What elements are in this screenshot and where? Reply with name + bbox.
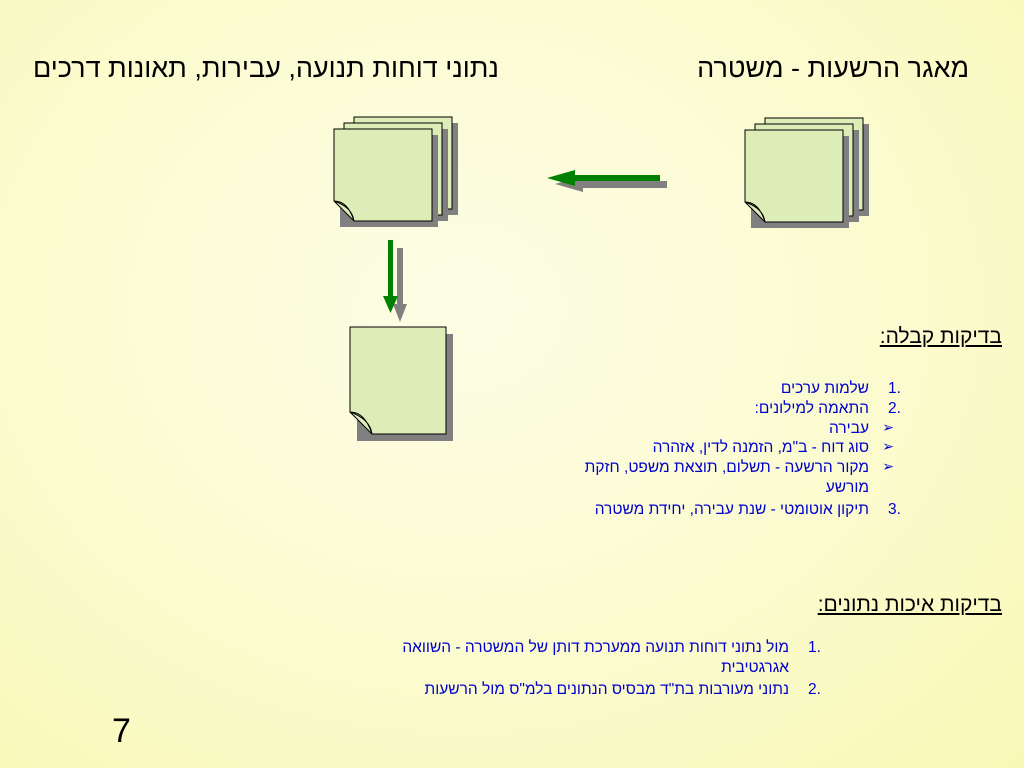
page-number: 7 — [112, 712, 131, 750]
sub-item-text: סוג דוח - ב"מ, הזמנה לדין, אזהרה — [652, 439, 869, 457]
arrow-left-icon — [545, 168, 670, 196]
quality-checks-heading: בדיקות איכות נתונים: — [817, 593, 1002, 616]
list-item-text: שלמות ערכים — [780, 380, 869, 397]
title-traffic-data: נתוני דוחות תנועה, עבירות, תאונות דרכים — [33, 53, 499, 83]
acceptance-checks-heading: בדיקות קבלה: — [879, 325, 1002, 348]
list-item-text: נתוני מעורבות בת"ד מבסיס הנתונים בלמ"ס מ… — [424, 680, 789, 698]
sub-list-item: ➢ עבירה — [494, 419, 924, 439]
result-document-icon — [349, 326, 460, 447]
sub-list-item: ➢ סוג דוח - ב"מ, הזמנה לדין, אזהרה — [494, 438, 924, 458]
source-document-stack-icon — [744, 117, 880, 228]
sub-item-text: מקור הרשעה - תשלום, תוצאת משפט, חזקת מור… — [584, 459, 869, 497]
quality-checks-list: 1. מול נתוני דוחות תנועה ממערכת דותן של … — [284, 638, 844, 699]
list-marker: 3. — [888, 500, 901, 518]
target-document-stack-icon — [333, 116, 469, 232]
list-item: 3. תיקון אוטומטי - שנת עבירה, יחידת משטר… — [494, 500, 924, 520]
title-police-convictions: מאגר הרשעות - משטרה — [697, 53, 969, 83]
arrow-down-icon — [382, 238, 412, 324]
sub-list-item: ➢ מקור הרשעה - תשלום, תוצאת משפט, חזקת מ… — [494, 458, 924, 498]
list-marker: 2. — [808, 680, 821, 698]
list-item-text: התאמה למילונים: — [754, 399, 869, 417]
acceptance-checks-list: 1. שלמות ערכים 2. התאמה למילונים: ➢ עביר… — [494, 379, 924, 520]
checkmark-bullet-icon: ➢ — [882, 418, 894, 435]
checkmark-bullet-icon: ➢ — [882, 438, 894, 455]
list-marker: 1. — [808, 639, 821, 656]
list-item: 2. נתוני מעורבות בת"ד מבסיס הנתונים בלמ"… — [284, 680, 844, 700]
list-marker: 1. — [888, 380, 901, 397]
sub-item-text: עבירה — [829, 419, 869, 437]
list-marker: 2. — [888, 399, 901, 417]
list-item: 1. שלמות ערכים — [494, 379, 924, 399]
list-item: 2. התאמה למילונים: — [494, 399, 924, 419]
checkmark-bullet-icon: ➢ — [882, 458, 894, 475]
list-item-text: תיקון אוטומטי - שנת עבירה, יחידת משטרה — [594, 500, 869, 518]
list-item: 1. מול נתוני דוחות תנועה ממערכת דותן של … — [284, 638, 844, 678]
list-item-text: מול נתוני דוחות תנועה ממערכת דותן של המש… — [402, 639, 789, 676]
